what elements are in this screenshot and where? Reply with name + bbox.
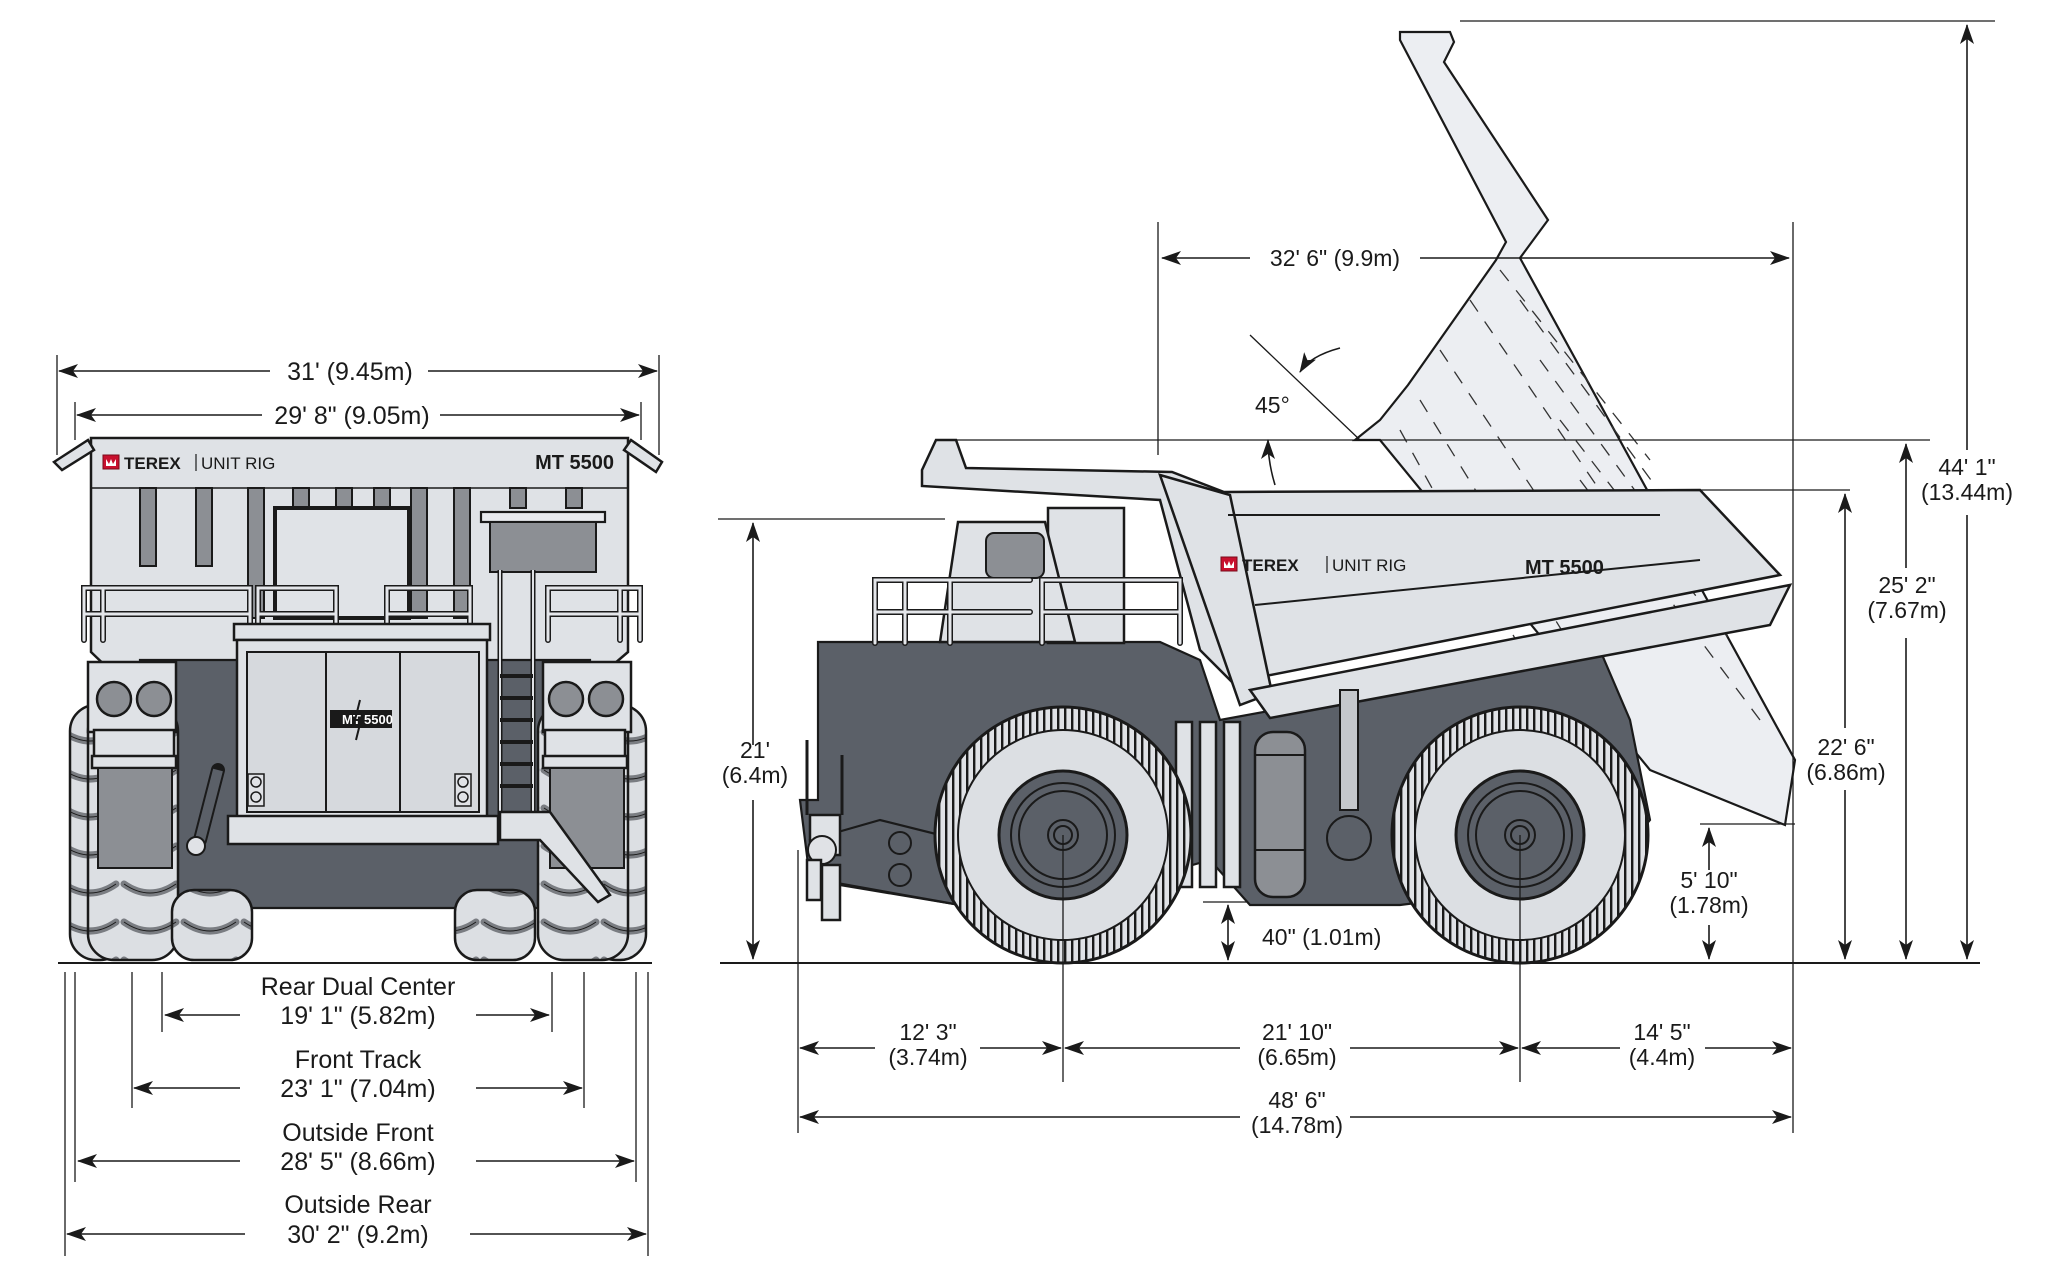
canopy-height-m: (6.86m) [1806,759,1885,785]
overall-length-ft: 48' 6" [1268,1087,1325,1113]
ladder-rear [497,570,612,904]
angle-arrow-lower [1261,439,1276,486]
outside-rear-value: 30' 2" (9.2m) [287,1221,428,1249]
ground-clearance-label: 40" (1.01m) [1262,924,1381,950]
tail-light-icon [547,680,585,718]
mudflap-left [97,767,173,869]
angle-arrow [1299,347,1341,373]
overall-length-m: (14.78m) [1251,1112,1343,1138]
grid-box: MT 5500 [226,622,500,846]
loading-height-ft: 21' [740,737,770,763]
brand-name: TEREX [1242,556,1299,575]
fuel-tank [1253,730,1307,899]
brand-name: TEREX [124,454,181,473]
front-track-label: Front Track [295,1046,422,1074]
height-empty-ft: 25' 2" [1878,572,1935,598]
model-badge: MT 5500 [330,699,393,741]
railings-rear [81,585,643,643]
tail-light-icon [135,680,173,718]
body-width-label: 29' 8" (9.05m) [274,402,429,430]
rear-dual-center-value: 19' 1" (5.82m) [280,1002,435,1030]
height-raised-ft: 44' 1" [1938,454,1995,480]
canopy-wing-right [622,438,664,474]
tail-clearance-m: (1.78m) [1669,892,1748,918]
wheelbase-ft: 21' 10" [1262,1019,1332,1045]
tail-light-icon [587,680,625,718]
side-view: 32' 6" (9.9m) 45° [718,20,2013,1138]
rear-dual-center-label: Rear Dual Center [261,973,456,1001]
front-overhang-m: (3.74m) [888,1044,967,1070]
tail-clearance-ft: 5' 10" [1680,867,1737,893]
dump-angle-label: 45° [1255,392,1290,418]
cab-window-side [985,532,1045,579]
loading-height-m: (6.4m) [722,762,788,788]
rear-overhang-ft: 14' 5" [1633,1019,1690,1045]
outside-front-value: 28' 5" (8.66m) [280,1148,435,1176]
canopy-wing-left [52,438,96,472]
canopy-height-ft: 22' 6" [1817,734,1874,760]
bottom-extension-lines [64,972,649,1256]
light-boxes [86,660,633,869]
front-overhang-ft: 12' 3" [899,1019,956,1045]
ladder-strut [498,810,612,904]
rear-overhang-m: (4.4m) [1629,1044,1695,1070]
rear-bumper [226,814,500,846]
rear-view: 31' (9.45m) 29' 8" (9.05m) TEREX UNIT RI… [52,355,664,1256]
terex-logo-rear: TEREX UNIT RIG [102,454,275,473]
overall-width-label: 31' (9.45m) [287,358,413,386]
front-bumper [805,740,844,922]
tire-dual-left [170,888,254,962]
dump-body-side: TEREX UNIT RIG MT 5500 [920,438,1793,720]
railings-side [872,577,1183,646]
hoist-cylinder-side [1339,689,1359,811]
model-label-side: MT 5500 [1525,557,1604,579]
angle-reference-line [1249,334,1361,441]
outside-rear-label: Outside Rear [284,1191,431,1219]
body-rail [1247,583,1793,720]
height-empty-m: (7.67m) [1867,597,1946,623]
cab-side [938,506,1126,645]
front-track-value: 23' 1" (7.04m) [280,1075,435,1103]
raised-body-length-label: 32' 6" (9.9m) [1270,245,1400,271]
cab-window [489,521,597,573]
tail-light-icon [95,680,133,718]
brand-sub: UNIT RIG [201,454,275,473]
outside-front-label: Outside Front [282,1119,434,1147]
height-raised-m: (13.44m) [1921,479,2013,505]
wheelbase-m: (6.65m) [1257,1044,1336,1070]
brand-sub: UNIT RIG [1332,556,1406,575]
terex-logo-side: TEREX UNIT RIG [1220,556,1406,575]
svg-text:5500: 5500 [364,712,393,727]
model-label-rear: MT 5500 [535,452,614,474]
tire-dual-right [453,888,537,962]
